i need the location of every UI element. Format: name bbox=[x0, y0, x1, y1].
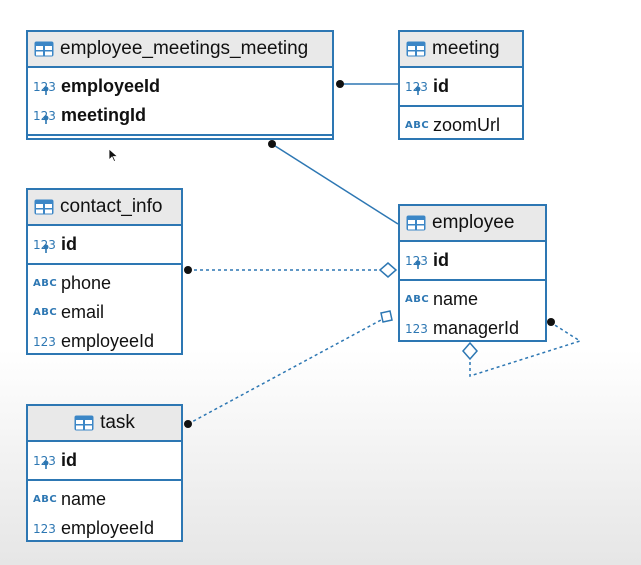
table-icon bbox=[406, 215, 426, 231]
column-name: employeeId bbox=[61, 331, 155, 351]
column-row[interactable]: ABC email bbox=[28, 298, 181, 327]
column-row[interactable]: 123 managerId bbox=[400, 314, 545, 343]
entity-header[interactable]: employee_meetings_meeting bbox=[28, 32, 332, 68]
text-type-icon: ABC bbox=[33, 494, 58, 505]
entity-header[interactable]: employee bbox=[400, 206, 545, 242]
column-row[interactable]: ABC name bbox=[28, 485, 181, 514]
column-row[interactable]: 123 employeeId bbox=[28, 327, 181, 356]
link-employee-self-dot bbox=[547, 318, 555, 326]
column-name: id bbox=[433, 76, 449, 96]
column-name: id bbox=[61, 234, 77, 254]
table-icon bbox=[74, 415, 94, 431]
column-name: employeeId bbox=[61, 76, 161, 96]
column-row[interactable]: 123 id bbox=[400, 246, 545, 275]
pk-section: 123 id bbox=[400, 68, 522, 107]
entity-contact-info[interactable]: contact_info 123 id ABC phone ABC email … bbox=[26, 188, 183, 355]
column-section: ABC name 123 managerId bbox=[400, 281, 545, 347]
column-section: 123 employeeId 123 meetingId bbox=[28, 68, 332, 136]
entity-title: contact_info bbox=[60, 196, 163, 217]
pk-section: 123 id bbox=[28, 442, 181, 481]
column-name: meetingId bbox=[61, 105, 147, 125]
column-row[interactable]: 123 meetingId bbox=[28, 101, 332, 130]
numeric-key-icon: 123 bbox=[33, 108, 56, 124]
link-contact-employee-diamond bbox=[378, 262, 398, 278]
entity-employee-meetings-meeting[interactable]: employee_meetings_meeting 123 employeeId… bbox=[26, 30, 334, 140]
link-emm-employee-dot bbox=[268, 140, 276, 148]
entity-title: employee bbox=[432, 212, 515, 233]
column-name: name bbox=[433, 289, 479, 309]
link-task-employee-diamond bbox=[380, 310, 393, 323]
link-task-employee bbox=[187, 319, 382, 425]
entity-task[interactable]: task 123 id ABC name 123 employeeId bbox=[26, 404, 183, 542]
column-section: ABC name 123 employeeId bbox=[28, 481, 181, 547]
numeric-key-icon: 123 bbox=[33, 237, 56, 253]
link-emm-employee bbox=[271, 143, 399, 225]
column-row[interactable]: ABC zoomUrl bbox=[400, 111, 522, 140]
text-type-icon: ABC bbox=[405, 294, 430, 305]
link-contact-employee-dot bbox=[184, 266, 192, 274]
column-section: ABC zoomUrl bbox=[400, 107, 522, 144]
link-task-employee-dot bbox=[184, 420, 192, 428]
numeric-type-icon: 123 bbox=[405, 321, 428, 336]
pk-section: 123 id bbox=[28, 226, 181, 265]
entity-meeting[interactable]: meeting 123 id ABC zoomUrl bbox=[398, 30, 524, 140]
column-name: zoomUrl bbox=[433, 115, 501, 135]
column-name: phone bbox=[61, 273, 112, 293]
numeric-key-icon: 123 bbox=[405, 253, 428, 269]
column-row[interactable]: 123 id bbox=[400, 72, 522, 101]
entity-title: task bbox=[100, 412, 135, 433]
numeric-key-icon: 123 bbox=[405, 79, 428, 95]
numeric-type-icon: 123 bbox=[33, 334, 56, 349]
entity-title: meeting bbox=[432, 38, 500, 59]
column-name: id bbox=[61, 450, 77, 470]
mouse-cursor-icon bbox=[109, 149, 118, 162]
column-row[interactable]: 123 id bbox=[28, 230, 181, 259]
column-row[interactable]: 123 employeeId bbox=[28, 514, 181, 543]
text-type-icon: ABC bbox=[405, 120, 430, 131]
pk-section: 123 id bbox=[400, 242, 545, 281]
entity-header[interactable]: contact_info bbox=[28, 190, 181, 226]
column-name: managerId bbox=[433, 318, 520, 338]
numeric-key-icon: 123 bbox=[33, 79, 56, 95]
column-name: id bbox=[433, 250, 449, 270]
table-icon bbox=[34, 41, 54, 57]
column-row[interactable]: 123 id bbox=[28, 446, 181, 475]
entity-header[interactable]: task bbox=[28, 406, 181, 442]
numeric-type-icon: 123 bbox=[33, 521, 56, 536]
column-row[interactable]: 123 employeeId bbox=[28, 72, 332, 101]
entity-header[interactable]: meeting bbox=[400, 32, 522, 68]
entity-title: employee_meetings_meeting bbox=[60, 38, 309, 59]
entity-employee[interactable]: employee 123 id ABC name 123 managerId bbox=[398, 204, 547, 342]
column-row[interactable]: ABC name bbox=[400, 285, 545, 314]
column-name: employeeId bbox=[61, 518, 155, 538]
column-name: name bbox=[61, 489, 107, 509]
link-emm-meeting-dot bbox=[336, 80, 344, 88]
numeric-key-icon: 123 bbox=[33, 453, 56, 469]
column-section: ABC phone ABC email 123 employeeId bbox=[28, 265, 181, 360]
column-name: email bbox=[61, 302, 105, 322]
column-row[interactable]: ABC phone bbox=[28, 269, 181, 298]
table-icon bbox=[34, 199, 54, 215]
text-type-icon: ABC bbox=[33, 278, 58, 289]
text-type-icon: ABC bbox=[33, 307, 58, 318]
table-icon bbox=[406, 41, 426, 57]
